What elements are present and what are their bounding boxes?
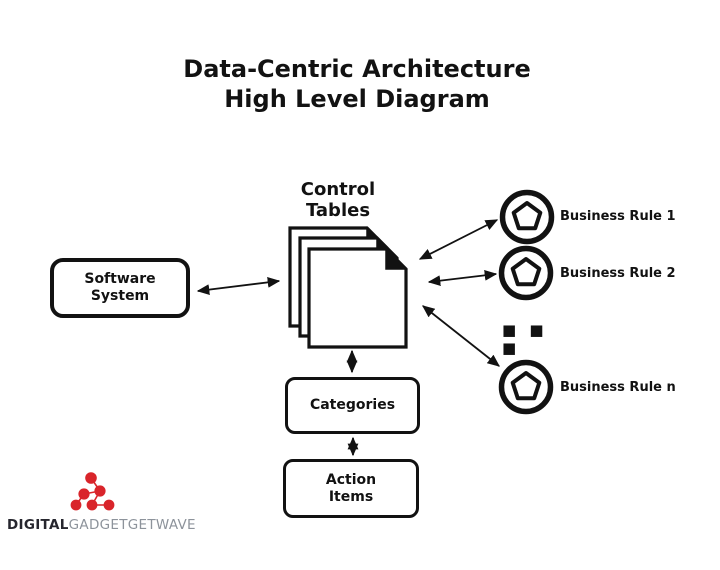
arrow-tables-to-rule2 [427, 269, 498, 287]
software-system-line2: System [90, 288, 150, 304]
control-tables-label-line2: Tables [305, 200, 371, 221]
page-title: Data-Centric Architecture High Level Dia… [0, 54, 714, 114]
page-title-line2: High Level Diagram [224, 85, 490, 113]
page-title-line1: Data-Centric Architecture [183, 55, 531, 83]
categories-node: Categories [285, 377, 420, 434]
action-items-line2: Items [328, 488, 374, 505]
molecule-icon [70, 472, 115, 511]
action-items-line1: Action [325, 471, 377, 488]
arrow-tables-to-rule1 [418, 219, 499, 260]
control-tables-label: Control Tables [278, 179, 398, 221]
software-system-node: Software System [50, 258, 190, 318]
arrow-software-to-tables [196, 277, 281, 295]
software-system-line1: Software [84, 271, 156, 287]
ellipsis-dots: ■ ■ ■ [502, 321, 548, 357]
pentagon-circle-icon-rule2 [498, 245, 554, 301]
document-sheet-front [307, 247, 408, 349]
action-items-label: Action Items [326, 472, 376, 506]
categories-label: Categories [309, 397, 396, 413]
arrows [196, 219, 500, 457]
action-items-node: Action Items [283, 459, 419, 518]
brand-wordmark: DIGITALGADGETGETWAVE [7, 517, 196, 533]
brand-wordmark-bold: DIGITAL [7, 517, 69, 533]
business-rule-n-label: Business Rule n [560, 380, 676, 395]
brand-wordmark-light: GADGETGETWAVE [68, 517, 196, 533]
control-tables-label-line1: Control [300, 179, 376, 200]
document-stack-icon [288, 226, 408, 349]
pentagon-circle-icon-rulen [498, 359, 554, 415]
pentagon-circle-icon-rule1 [499, 189, 555, 245]
arrow-tables-to-rulen [422, 305, 500, 367]
business-rule-2-label: Business Rule 2 [560, 266, 676, 281]
business-rule-1-label: Business Rule 1 [560, 209, 676, 224]
software-system-label: Software System [84, 271, 155, 305]
